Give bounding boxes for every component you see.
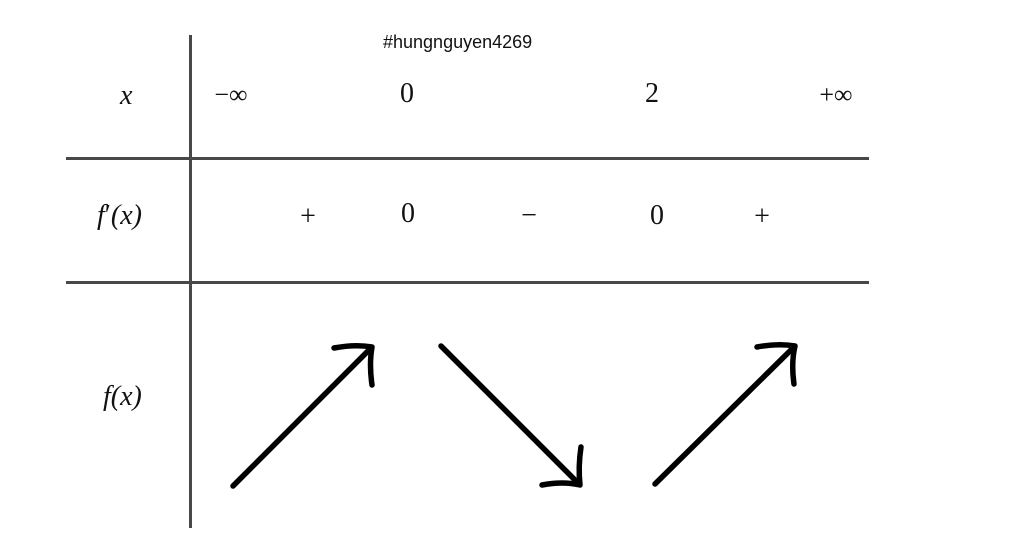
sign-plus-1: + (300, 201, 316, 232)
derivative-zero-at-0: 0 (401, 198, 415, 229)
row-label-x: x (120, 80, 133, 111)
x-value-pos-infinity: +∞ (819, 80, 853, 109)
sign-minus: − (521, 200, 537, 231)
x-value-neg-infinity: −∞ (214, 80, 248, 109)
f-f: f (103, 381, 111, 412)
f-arg: (x) (110, 381, 142, 412)
x-value-0: 0 (400, 78, 414, 109)
f-prime-mark: ′ (104, 200, 111, 231)
x-value-2: 2 (645, 78, 659, 109)
f-prime-arg: (x) (110, 200, 142, 231)
row-divider-1 (66, 157, 869, 160)
row-label-f-prime: f′(x) (97, 200, 142, 232)
row-label-f: f(x) (103, 381, 142, 413)
arrow-up-icon (230, 342, 375, 489)
row-divider-2 (66, 281, 869, 284)
sign-plus-2: + (754, 201, 770, 232)
watermark-text: #hungnguyen4269 (383, 32, 533, 52)
f-prime-f: f (97, 200, 105, 231)
derivative-zero-at-2: 0 (650, 200, 664, 231)
arrow-down-icon (438, 343, 584, 488)
arrow-up-icon (652, 341, 798, 487)
